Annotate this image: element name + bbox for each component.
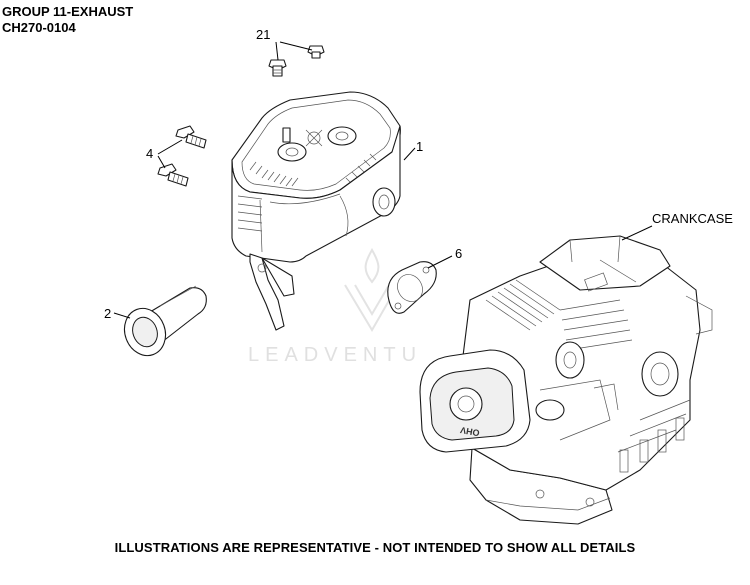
callout-crankcase[interactable]: CRANKCASE: [652, 211, 733, 226]
leader-2: [113, 312, 131, 319]
callout-2[interactable]: 2: [104, 306, 112, 321]
callout-4[interactable]: 4: [146, 146, 154, 161]
bolt-21-a[interactable]: [307, 45, 325, 59]
leader-crankcase: [621, 225, 653, 241]
bolt-21-b[interactable]: [268, 59, 287, 77]
model-code: CH270-0104: [2, 20, 76, 35]
bolt-4-b[interactable]: [157, 163, 189, 187]
leader-21: [275, 41, 313, 61]
callout-21[interactable]: 21: [256, 27, 271, 42]
leader-6: [427, 255, 453, 269]
group-title: GROUP 11-EXHAUST: [2, 4, 134, 19]
exhaust-tube-2[interactable]: [118, 285, 207, 361]
gasket-6[interactable]: [387, 261, 437, 314]
disclaimer-footer: ILLUSTRATIONS ARE REPRESENTATIVE - NOT I…: [114, 540, 636, 555]
watermark-text: LEADVENTU: [248, 344, 423, 366]
leader-4: [157, 139, 183, 169]
crankcase-engine[interactable]: OHV: [419, 235, 713, 525]
bolt-4-a[interactable]: [175, 125, 207, 149]
callout-1[interactable]: 1: [416, 139, 424, 154]
callout-6[interactable]: 6: [455, 246, 463, 261]
leader-1: [403, 147, 416, 161]
engine-logo: OHV: [459, 425, 480, 438]
muffler-1[interactable]: [231, 91, 401, 331]
